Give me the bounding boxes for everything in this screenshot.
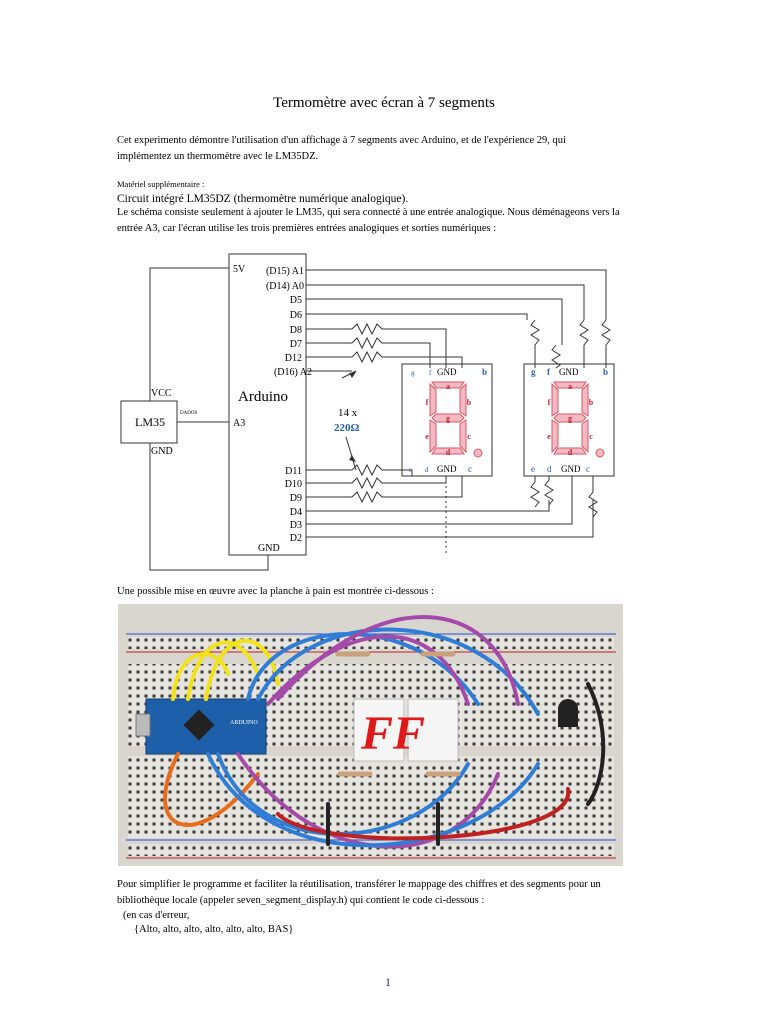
pin-label: D9 — [290, 493, 302, 504]
segment-letter: d — [568, 448, 573, 457]
segment-label: e — [531, 464, 535, 474]
segment-label: b — [603, 367, 608, 377]
resistor-value: 220Ω — [334, 422, 360, 434]
display-gnd-label: GND — [437, 367, 457, 377]
arduino-gnd-label: GND — [258, 543, 280, 554]
pin-label: D3 — [290, 520, 302, 531]
pin-label: D5 — [290, 295, 302, 306]
breadboard-caption: Une possible mise en œuvre avec la planc… — [117, 586, 434, 597]
intro-line: implémentez un thermomètre avec le LM35D… — [117, 151, 319, 162]
segment-label: g — [531, 367, 536, 377]
arduino-label: Arduino — [238, 389, 288, 405]
pin-label: D10 — [285, 479, 302, 490]
lm35-data-label: DADOS — [180, 411, 197, 416]
display-gnd-label: GND — [559, 367, 579, 377]
segment-label: g — [411, 369, 415, 377]
segment-letter: f — [426, 398, 429, 407]
pin-label: (D16) A2 — [274, 367, 312, 378]
segment-letter: e — [547, 432, 551, 441]
intro-paragraph: Cet experimento démontre l'utilisation d… — [117, 133, 637, 165]
schema-paragraph: Le schéma consiste seulement à ajouter l… — [117, 205, 637, 237]
lm35-vcc-label: VCC — [151, 388, 172, 399]
segment-letter: f — [548, 398, 551, 407]
seven-segment-display-1: GND GND g f b e d c a f b g e c d — [409, 367, 487, 474]
segment-label: f — [429, 369, 432, 377]
pin-label: D4 — [290, 507, 302, 518]
resistor-count: 14 x — [338, 407, 358, 419]
segment-label: d — [425, 466, 429, 474]
schema-line: entrée A3, car l'écran utilise les trois… — [117, 223, 497, 234]
pin-label: D11 — [285, 466, 302, 477]
segment-letter: b — [589, 398, 594, 407]
materials-heading: Matériel supplémentaire : — [117, 179, 205, 189]
pin-label: D12 — [285, 353, 302, 364]
arduino-5v-label: 5V — [233, 264, 246, 275]
segment-letter: d — [446, 448, 451, 457]
outro-line: bibliothèque locale (appeler seven_segme… — [117, 895, 485, 906]
pin-label: D6 — [290, 310, 302, 321]
segment-letter: a — [446, 382, 450, 391]
seven-segment-display-2: GND GND g f b e d c a f b g e c d — [531, 367, 608, 474]
outro-paragraph: Pour simplifier le programme et facilite… — [117, 877, 637, 909]
segment-letter: g — [568, 414, 572, 423]
page-title: Termomètre avec écran à 7 segments — [273, 95, 495, 111]
pin-label: D8 — [290, 325, 302, 336]
segment-label: b — [482, 367, 487, 377]
pin-label: D7 — [290, 339, 302, 350]
segment-label: e — [409, 466, 412, 474]
schema-line: Le schéma consiste seulement à ajouter l… — [117, 207, 620, 218]
display-readout: FF — [360, 707, 425, 760]
outro-line: Pour simplifier le programme et facilite… — [117, 879, 601, 890]
code-line-1: (en cas d'erreur, — [123, 910, 190, 921]
display-gnd-label: GND — [437, 464, 457, 474]
segment-letter: g — [446, 414, 450, 423]
segment-letter: c — [467, 432, 471, 441]
pin-label: (D15) A1 — [266, 266, 304, 277]
breadboard-image: ARDUINO FF — [118, 604, 623, 866]
segment-label: f — [547, 367, 551, 377]
code-line-2: {Alto, alto, alto, alto, alto, alto, BAS… — [134, 924, 294, 935]
segment-letter: b — [467, 398, 472, 407]
display-2-box — [523, 363, 615, 477]
segment-letter: a — [568, 382, 572, 391]
intro-line: Cet experimento démontre l'utilisation d… — [117, 135, 566, 146]
materials-item: Circuit intégré LM35DZ (thermomètre numé… — [117, 193, 409, 205]
pin-label: (D14) A0 — [266, 281, 304, 292]
segment-label: c — [468, 464, 472, 474]
arduino-a3-label: A3 — [233, 418, 245, 429]
page-number: 1 — [385, 975, 391, 989]
segment-letter: c — [589, 432, 593, 441]
arduino-board-label: ARDUINO — [230, 720, 258, 726]
lm35-gnd-label: GND — [151, 446, 173, 457]
segment-letter: e — [425, 432, 429, 441]
lm35-label: LM35 — [135, 415, 165, 429]
segment-label: d — [547, 464, 552, 474]
display-gnd-label: GND — [561, 464, 581, 474]
pin-label: D2 — [290, 533, 302, 544]
segment-label: c — [586, 464, 590, 474]
display-1-box — [401, 363, 493, 477]
